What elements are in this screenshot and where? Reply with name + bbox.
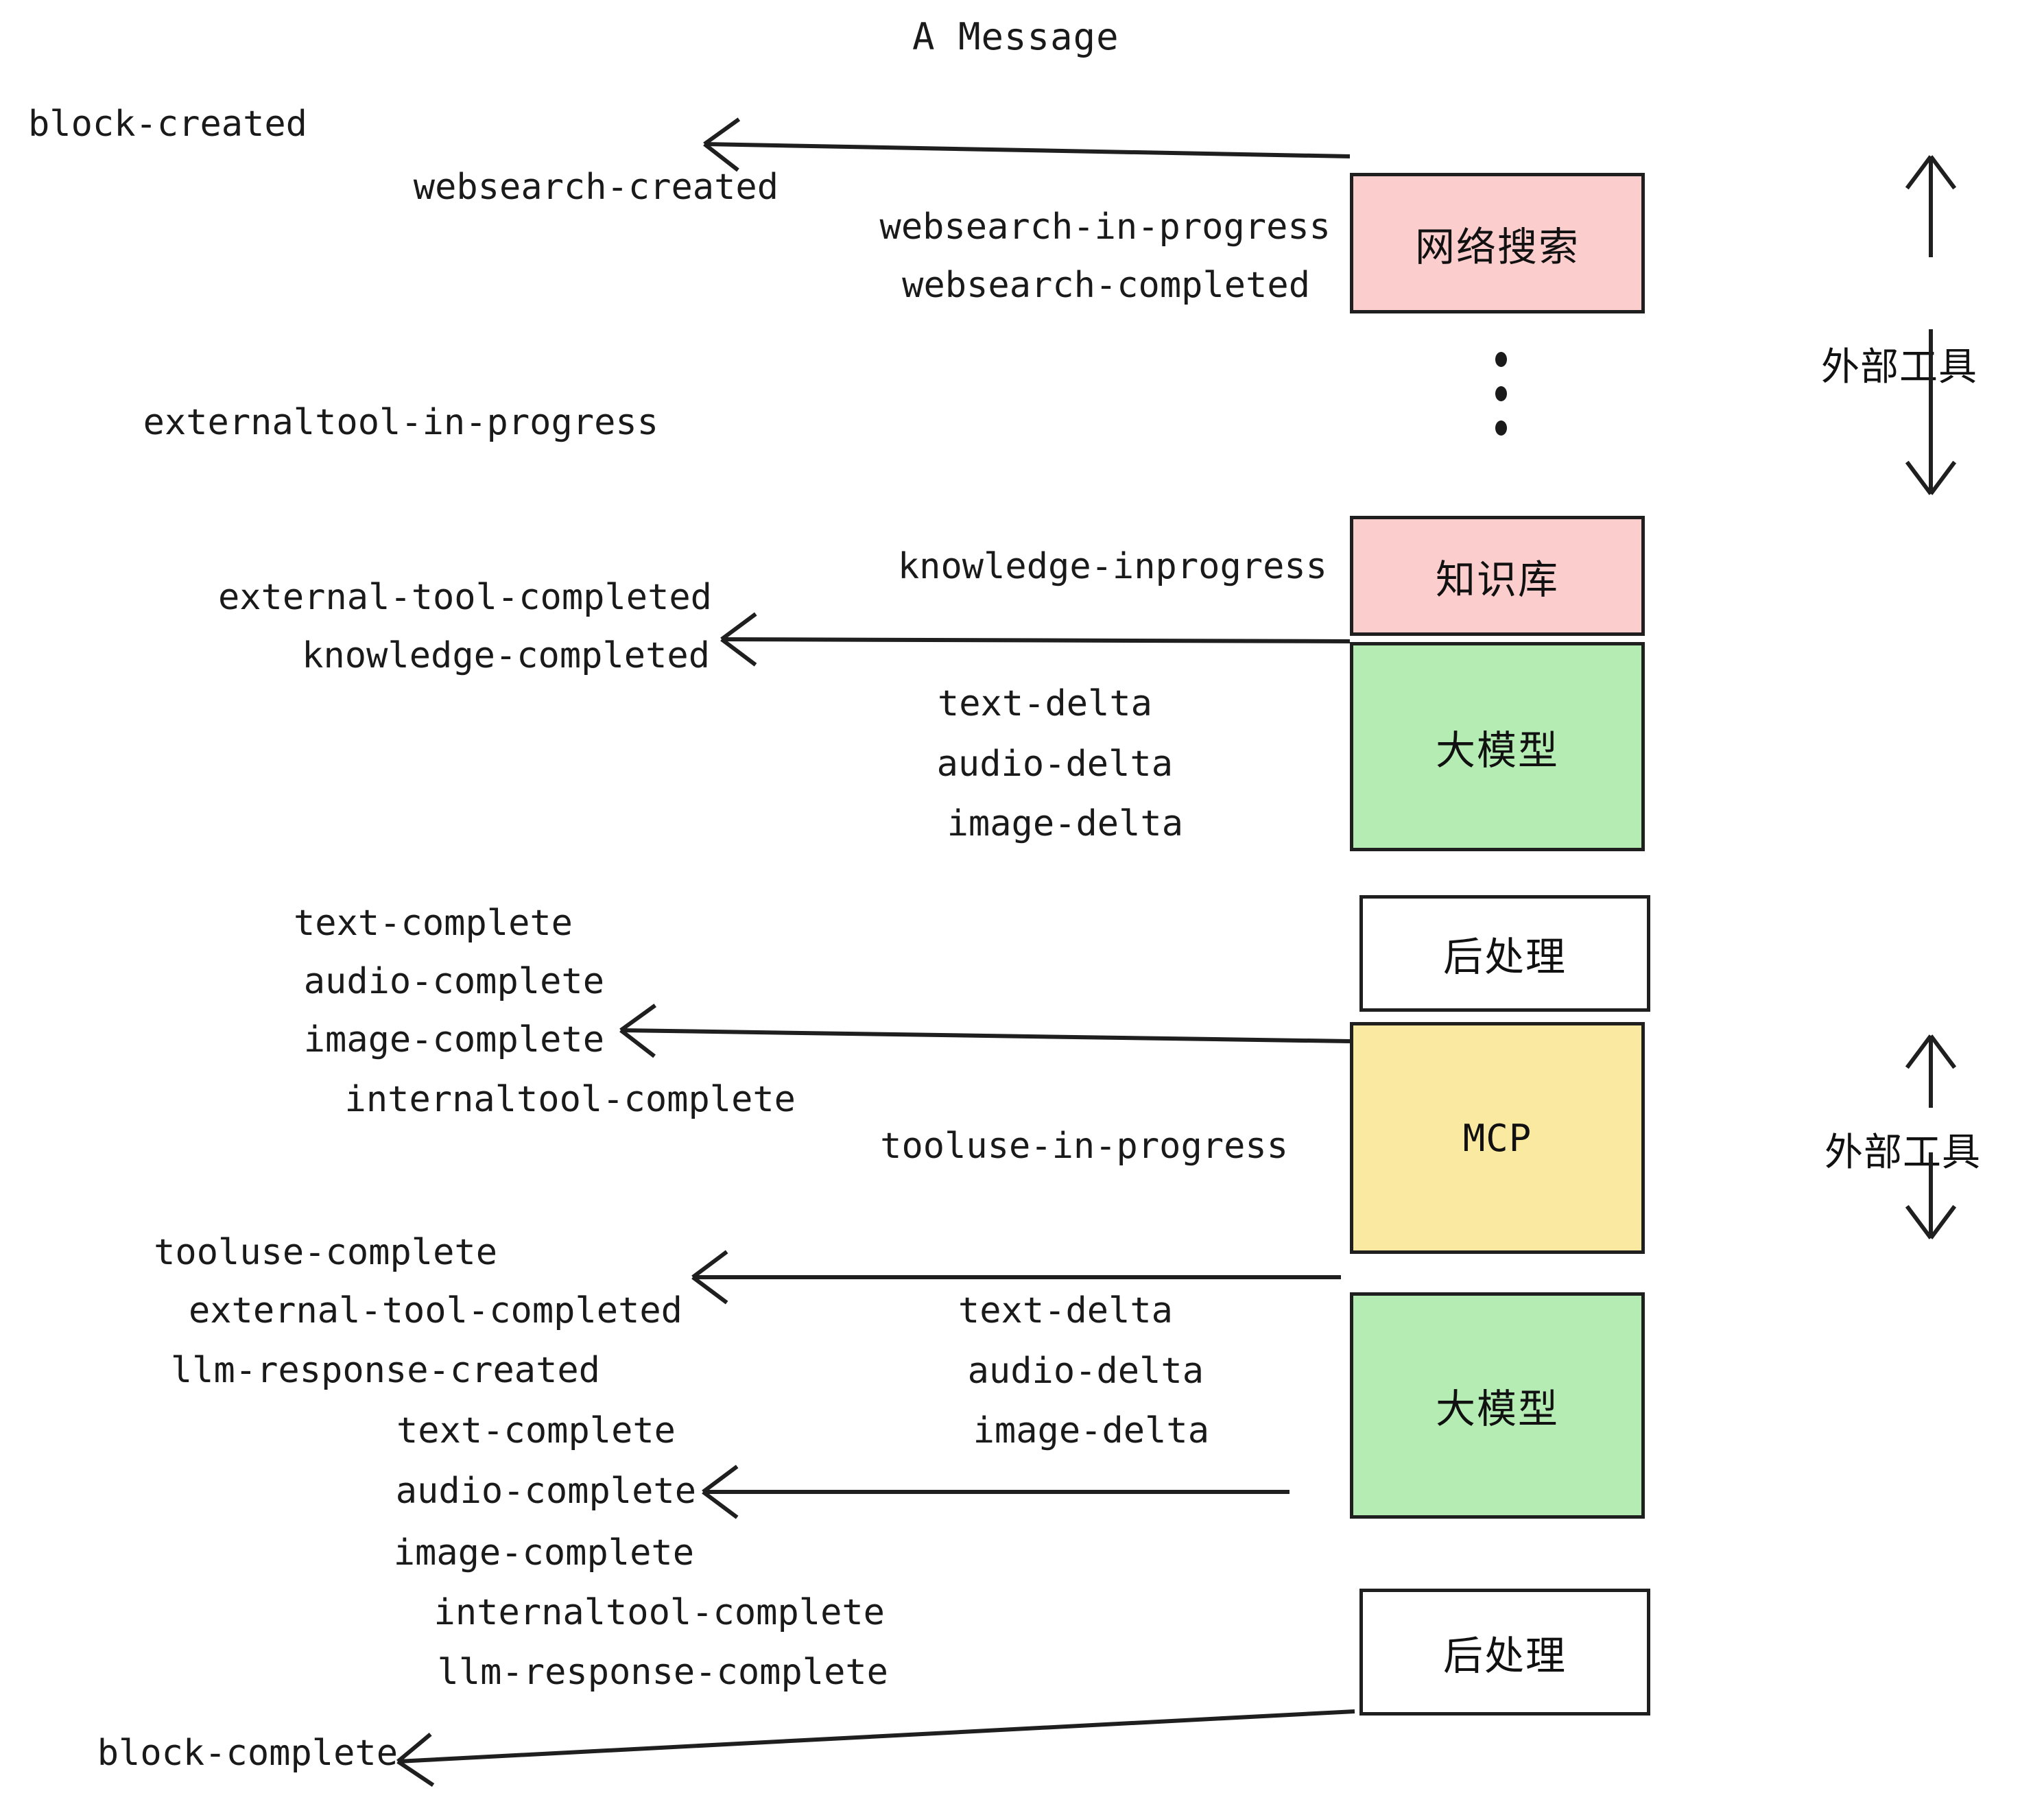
event-label-left-4: knowledge-completed: [302, 635, 710, 676]
diagram-title: A Message: [912, 15, 1119, 58]
node-llm-2: 大模型: [1350, 1292, 1645, 1519]
side-label-external-tools-1: 外部工具: [1825, 1130, 1981, 1175]
external-tools-up-1: [1905, 155, 1957, 257]
event-label-left-12: text-complete: [396, 1410, 676, 1451]
event-label-mid-0: websearch-in-progress: [879, 206, 1331, 248]
ellipsis-dot: [1495, 352, 1507, 367]
block-created-arrow: [703, 117, 1351, 172]
event-label-left-11: llm-response-created: [170, 1350, 600, 1391]
knowledge-completed-arrow: [720, 612, 1351, 667]
event-label-mid-7: text-delta: [958, 1290, 1173, 1331]
external-tools-up-2: [1905, 1034, 1957, 1108]
event-label-left-14: image-complete: [393, 1532, 694, 1574]
event-label-mid-5: image-delta: [947, 803, 1183, 844]
event-label-left-0: block-created: [28, 104, 307, 145]
node-mcp: MCP: [1350, 1022, 1645, 1254]
event-label-left-1: websearch-created: [413, 167, 779, 208]
block-complete-arrow: [396, 1709, 1355, 1787]
vertical-ellipsis-icon: [1495, 352, 1507, 436]
node-postproc-1: 后处理: [1359, 895, 1650, 1012]
event-label-left-10: external-tool-completed: [188, 1290, 682, 1331]
event-label-mid-2: knowledge-inprogress: [897, 546, 1327, 587]
event-label-left-8: internaltool-complete: [344, 1079, 796, 1120]
event-label-mid-9: image-delta: [973, 1410, 1209, 1451]
node-knowledge: 知识库: [1350, 516, 1645, 636]
event-label-mid-8: audio-delta: [967, 1351, 1204, 1392]
node-postproc-2: 后处理: [1359, 1589, 1650, 1716]
event-label-mid-3: text-delta: [937, 683, 1152, 724]
event-label-left-7: image-complete: [303, 1019, 604, 1060]
event-label-left-17: block-complete: [97, 1733, 398, 1774]
node-llm-1: 大模型: [1350, 642, 1645, 851]
ellipsis-dot: [1495, 386, 1507, 401]
ellipsis-dot: [1495, 420, 1507, 436]
event-label-left-16: llm-response-complete: [437, 1652, 888, 1693]
event-label-left-3: external-tool-completed: [217, 577, 712, 618]
node-websearch: 网络搜索: [1350, 173, 1645, 313]
event-label-mid-4: audio-delta: [936, 744, 1173, 785]
event-label-left-9: tooluse-complete: [154, 1232, 497, 1273]
image-complete-arrow: [619, 1004, 1351, 1058]
event-label-left-15: internaltool-complete: [433, 1592, 885, 1633]
event-label-left-5: text-complete: [294, 903, 573, 944]
event-label-left-6: audio-complete: [303, 961, 604, 1002]
event-label-left-2: externaltool-in-progress: [143, 402, 658, 443]
event-label-mid-6: tooluse-in-progress: [880, 1126, 1288, 1167]
event-label-mid-1: websearch-completed: [902, 265, 1310, 306]
audio-complete-arrow: [702, 1464, 1290, 1519]
side-label-external-tools-0: 外部工具: [1821, 345, 1977, 390]
event-label-left-13: audio-complete: [395, 1471, 696, 1512]
